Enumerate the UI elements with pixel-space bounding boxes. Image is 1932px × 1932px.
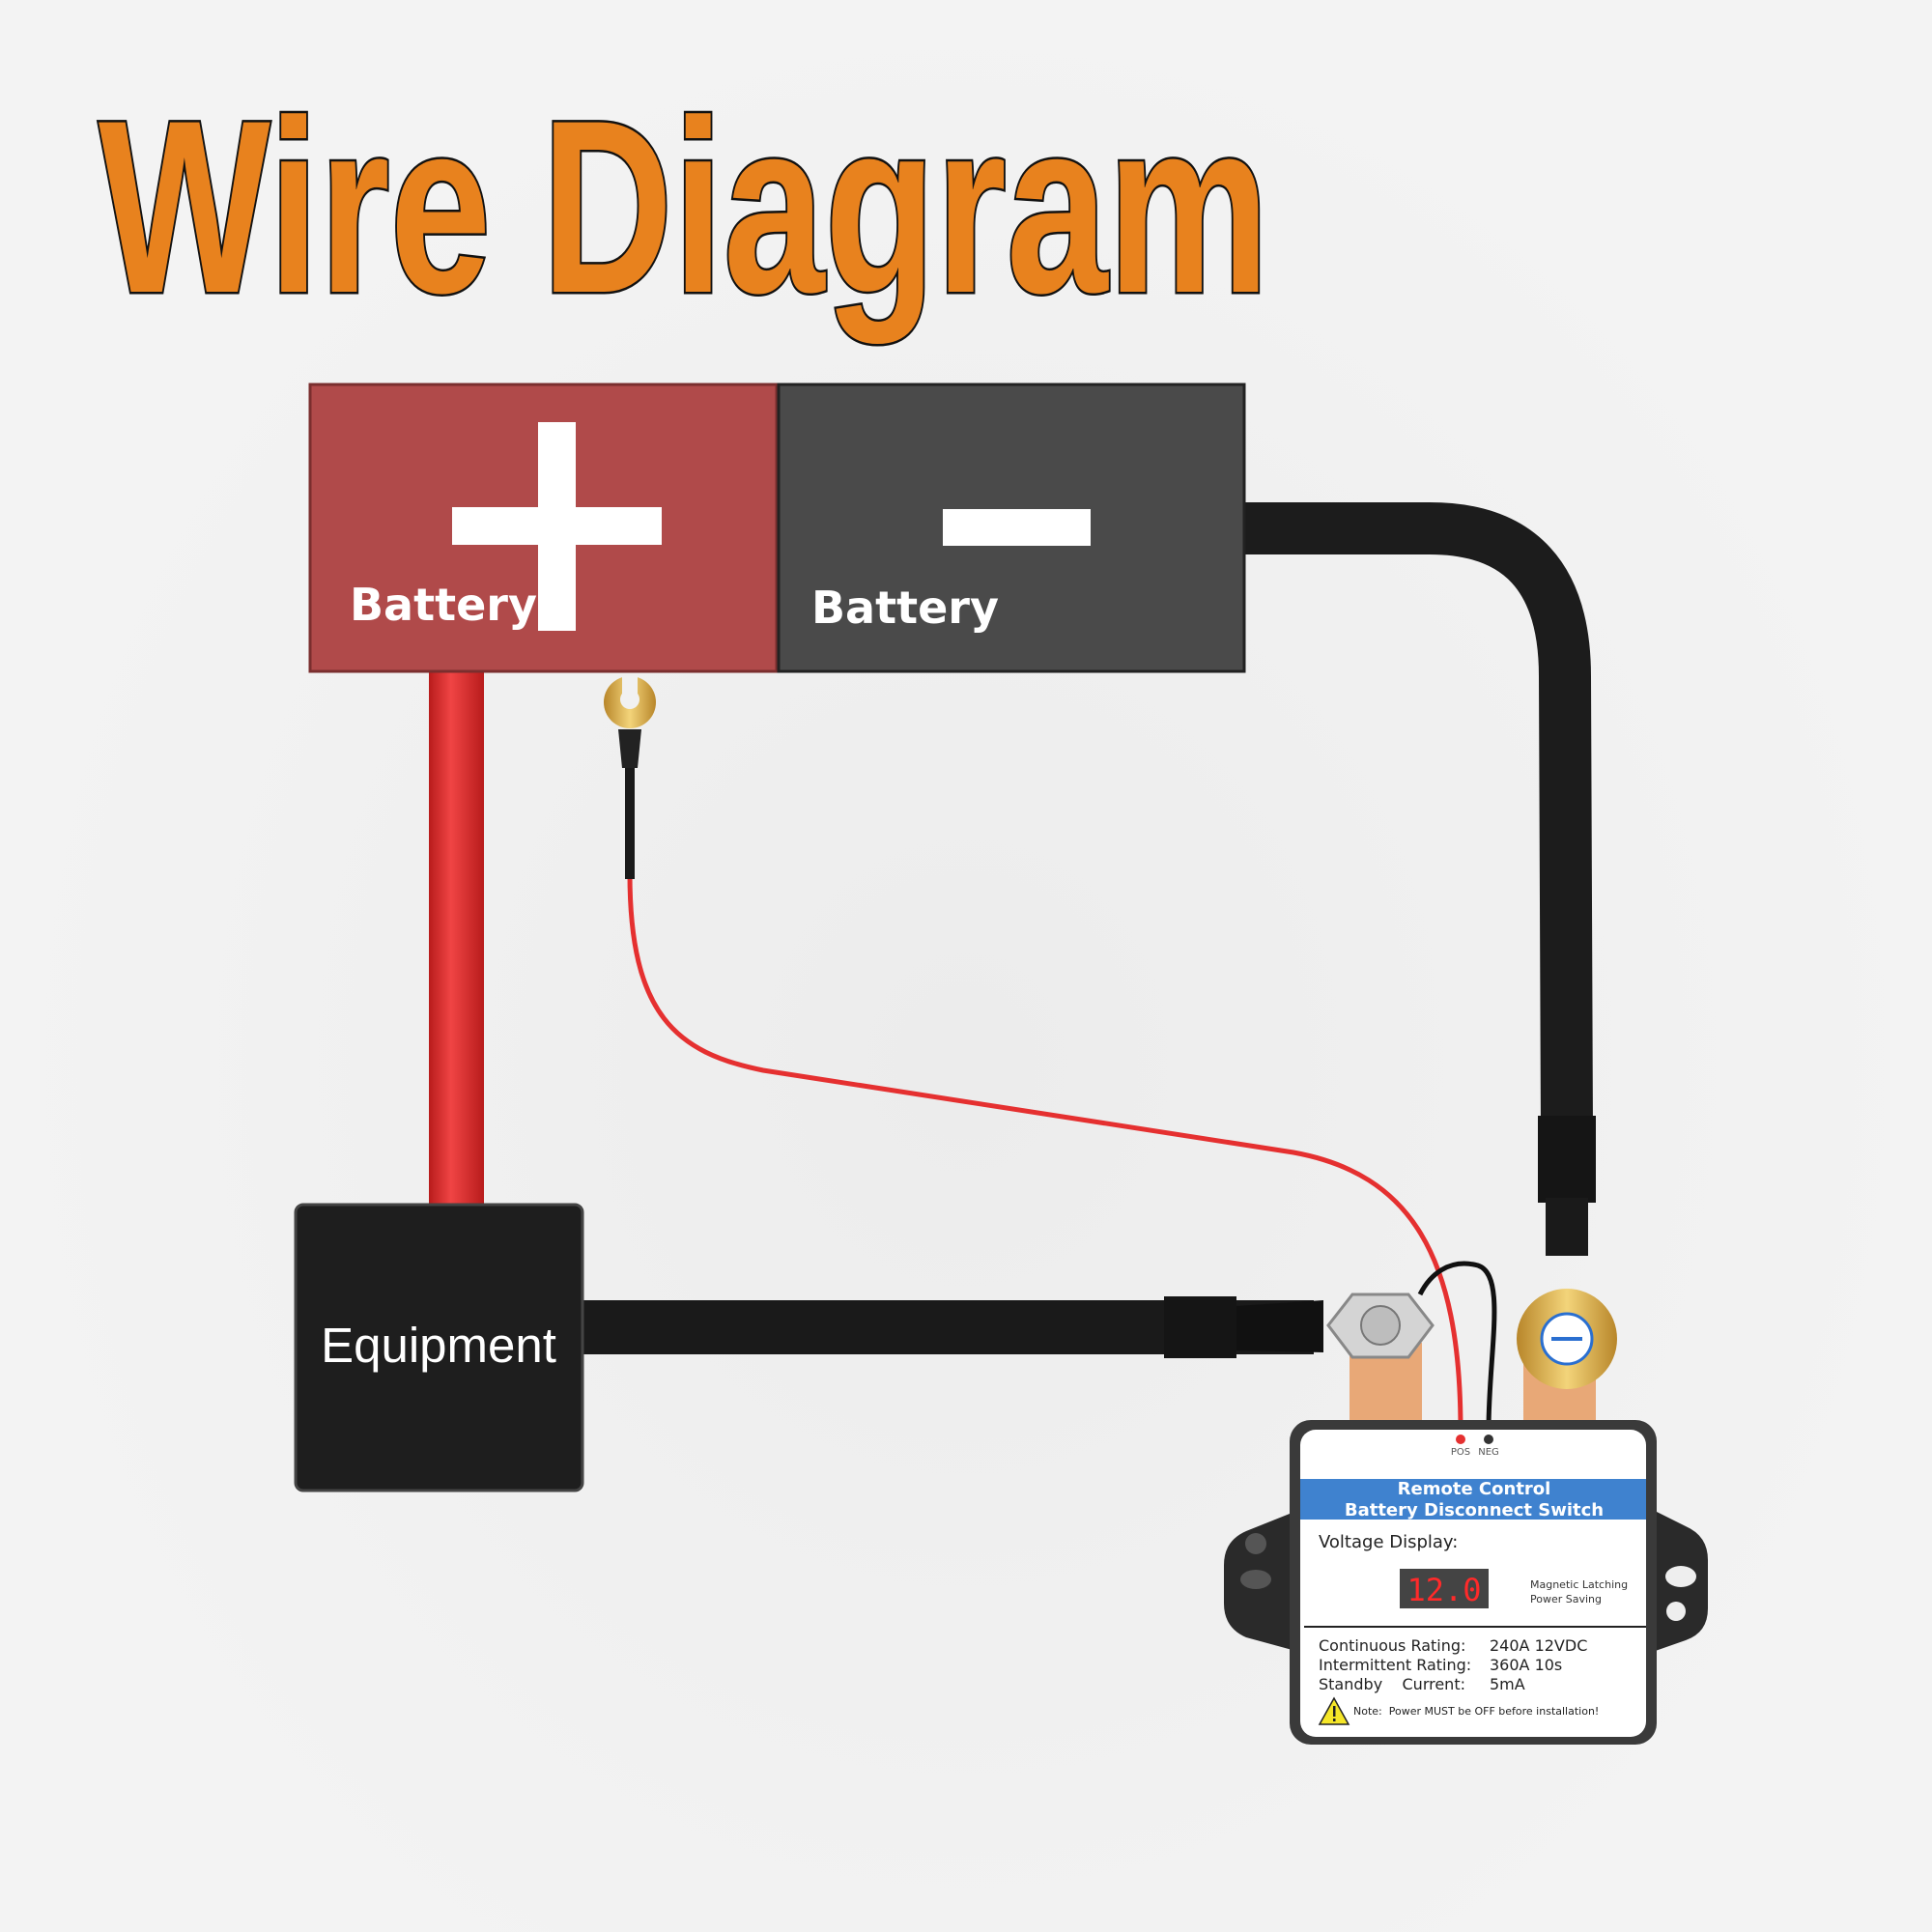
voltage-display-label: Voltage Display:	[1319, 1532, 1458, 1552]
feature-power-saving: Power Saving	[1530, 1593, 1602, 1605]
spec-value: 240A 12VDC	[1490, 1636, 1587, 1655]
voltage-lcd	[1400, 1569, 1489, 1608]
voltage-value: 12.0	[1406, 1572, 1481, 1608]
installation-note: Note: Power MUST be OFF before installat…	[1353, 1705, 1599, 1718]
control-wire-negative	[1417, 1261, 1497, 1431]
pos-indicator-led	[1456, 1435, 1465, 1444]
spec-label: Standby Current:	[1319, 1675, 1465, 1693]
cable-sleeve	[1164, 1296, 1236, 1358]
cable-lug-boot	[1546, 1198, 1588, 1256]
battery-negative-label: Battery	[811, 582, 999, 634]
minus-icon	[943, 509, 1091, 546]
heat-shrink-sleeve	[1538, 1116, 1596, 1203]
control-wire-positive	[627, 873, 1463, 1431]
positive-battery-cable	[429, 667, 484, 1208]
warning-icon	[1318, 1696, 1350, 1725]
battery-disconnect-switch: POS NEG Remote Control Battery Disconnec…	[1224, 1289, 1708, 1745]
battery-positive-label: Battery	[350, 579, 537, 631]
neg-label: NEG	[1478, 1447, 1499, 1458]
spec-value: 360A 10s	[1490, 1656, 1562, 1674]
equipment-label: Equipment	[321, 1318, 556, 1373]
ring-terminal-icon	[604, 676, 656, 728]
pos-label: POS	[1451, 1447, 1470, 1458]
negative-battery-cable	[1244, 502, 1593, 1131]
spec-label: Continuous Rating:	[1319, 1636, 1465, 1655]
diagram-title: Wire Diagram	[99, 70, 1269, 345]
battery-positive: Battery	[308, 383, 779, 673]
title-band	[1300, 1479, 1646, 1520]
spec-value: 5mA	[1490, 1675, 1525, 1693]
battery-negative: Battery	[777, 383, 1246, 673]
cable-lug	[1236, 1300, 1323, 1352]
device-title-line2: Battery Disconnect Switch	[1345, 1500, 1604, 1520]
device-title-line1: Remote Control	[1398, 1479, 1551, 1499]
equipment-box: Equipment	[294, 1203, 584, 1492]
neg-indicator-led	[1484, 1435, 1493, 1444]
terminal-crimp	[618, 729, 641, 768]
feature-magnetic-latching: Magnetic Latching	[1530, 1578, 1628, 1591]
wire-insulator	[625, 744, 635, 879]
spec-label: Intermittent Rating:	[1319, 1656, 1471, 1674]
